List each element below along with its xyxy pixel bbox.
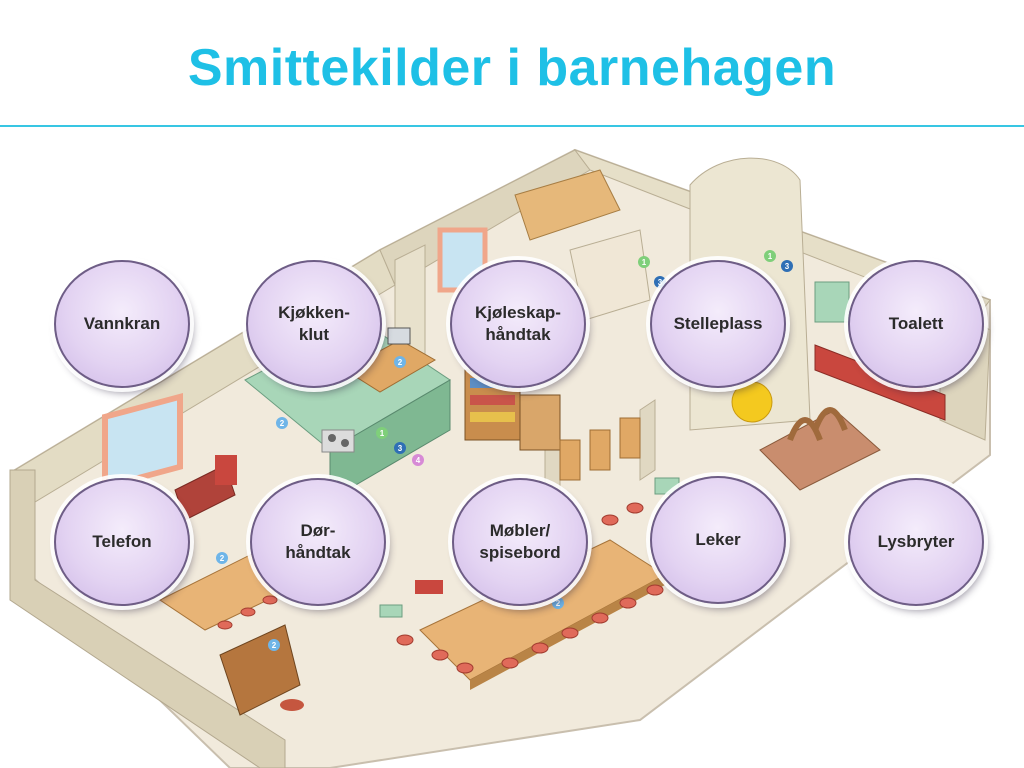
svg-text:3: 3 xyxy=(398,444,403,453)
bubble-leker: Leker xyxy=(650,476,786,604)
bubble-kjokkenklut: Kjøkken- klut xyxy=(246,260,382,388)
bubble-stelleplass: Stelleplass xyxy=(650,260,786,388)
bubble-lysbryter: Lysbryter xyxy=(848,478,984,606)
bubble-vannkran: Vannkran xyxy=(54,260,190,388)
title-divider xyxy=(0,125,1024,127)
svg-text:1: 1 xyxy=(380,429,385,438)
svg-text:2: 2 xyxy=(398,358,403,367)
bubble-kjoleskaphandtak: Kjøleskap- håndtak xyxy=(450,260,586,388)
slide-title: Smittekilder i barnehagen xyxy=(187,39,837,97)
svg-text:1: 1 xyxy=(768,252,773,261)
bubble-toalett: Toalett xyxy=(848,260,984,388)
bubble-mobler-spisebord: Møbler/ spisebord xyxy=(452,478,588,606)
bubble-dorhandtak: Dør- håndtak xyxy=(250,478,386,606)
svg-text:2: 2 xyxy=(556,599,561,608)
svg-text:1: 1 xyxy=(642,258,647,267)
kindergarten-floorplan-illustration: 2 2 1 3 4 2 2 1 3 1 3 2 xyxy=(9,148,991,768)
svg-text:4: 4 xyxy=(416,456,421,465)
svg-text:3: 3 xyxy=(658,278,663,287)
svg-text:3: 3 xyxy=(785,262,790,271)
svg-text:2: 2 xyxy=(272,641,277,650)
svg-text:2: 2 xyxy=(220,554,225,563)
svg-text:2: 2 xyxy=(280,419,285,428)
bubble-telefon: Telefon xyxy=(54,478,190,606)
